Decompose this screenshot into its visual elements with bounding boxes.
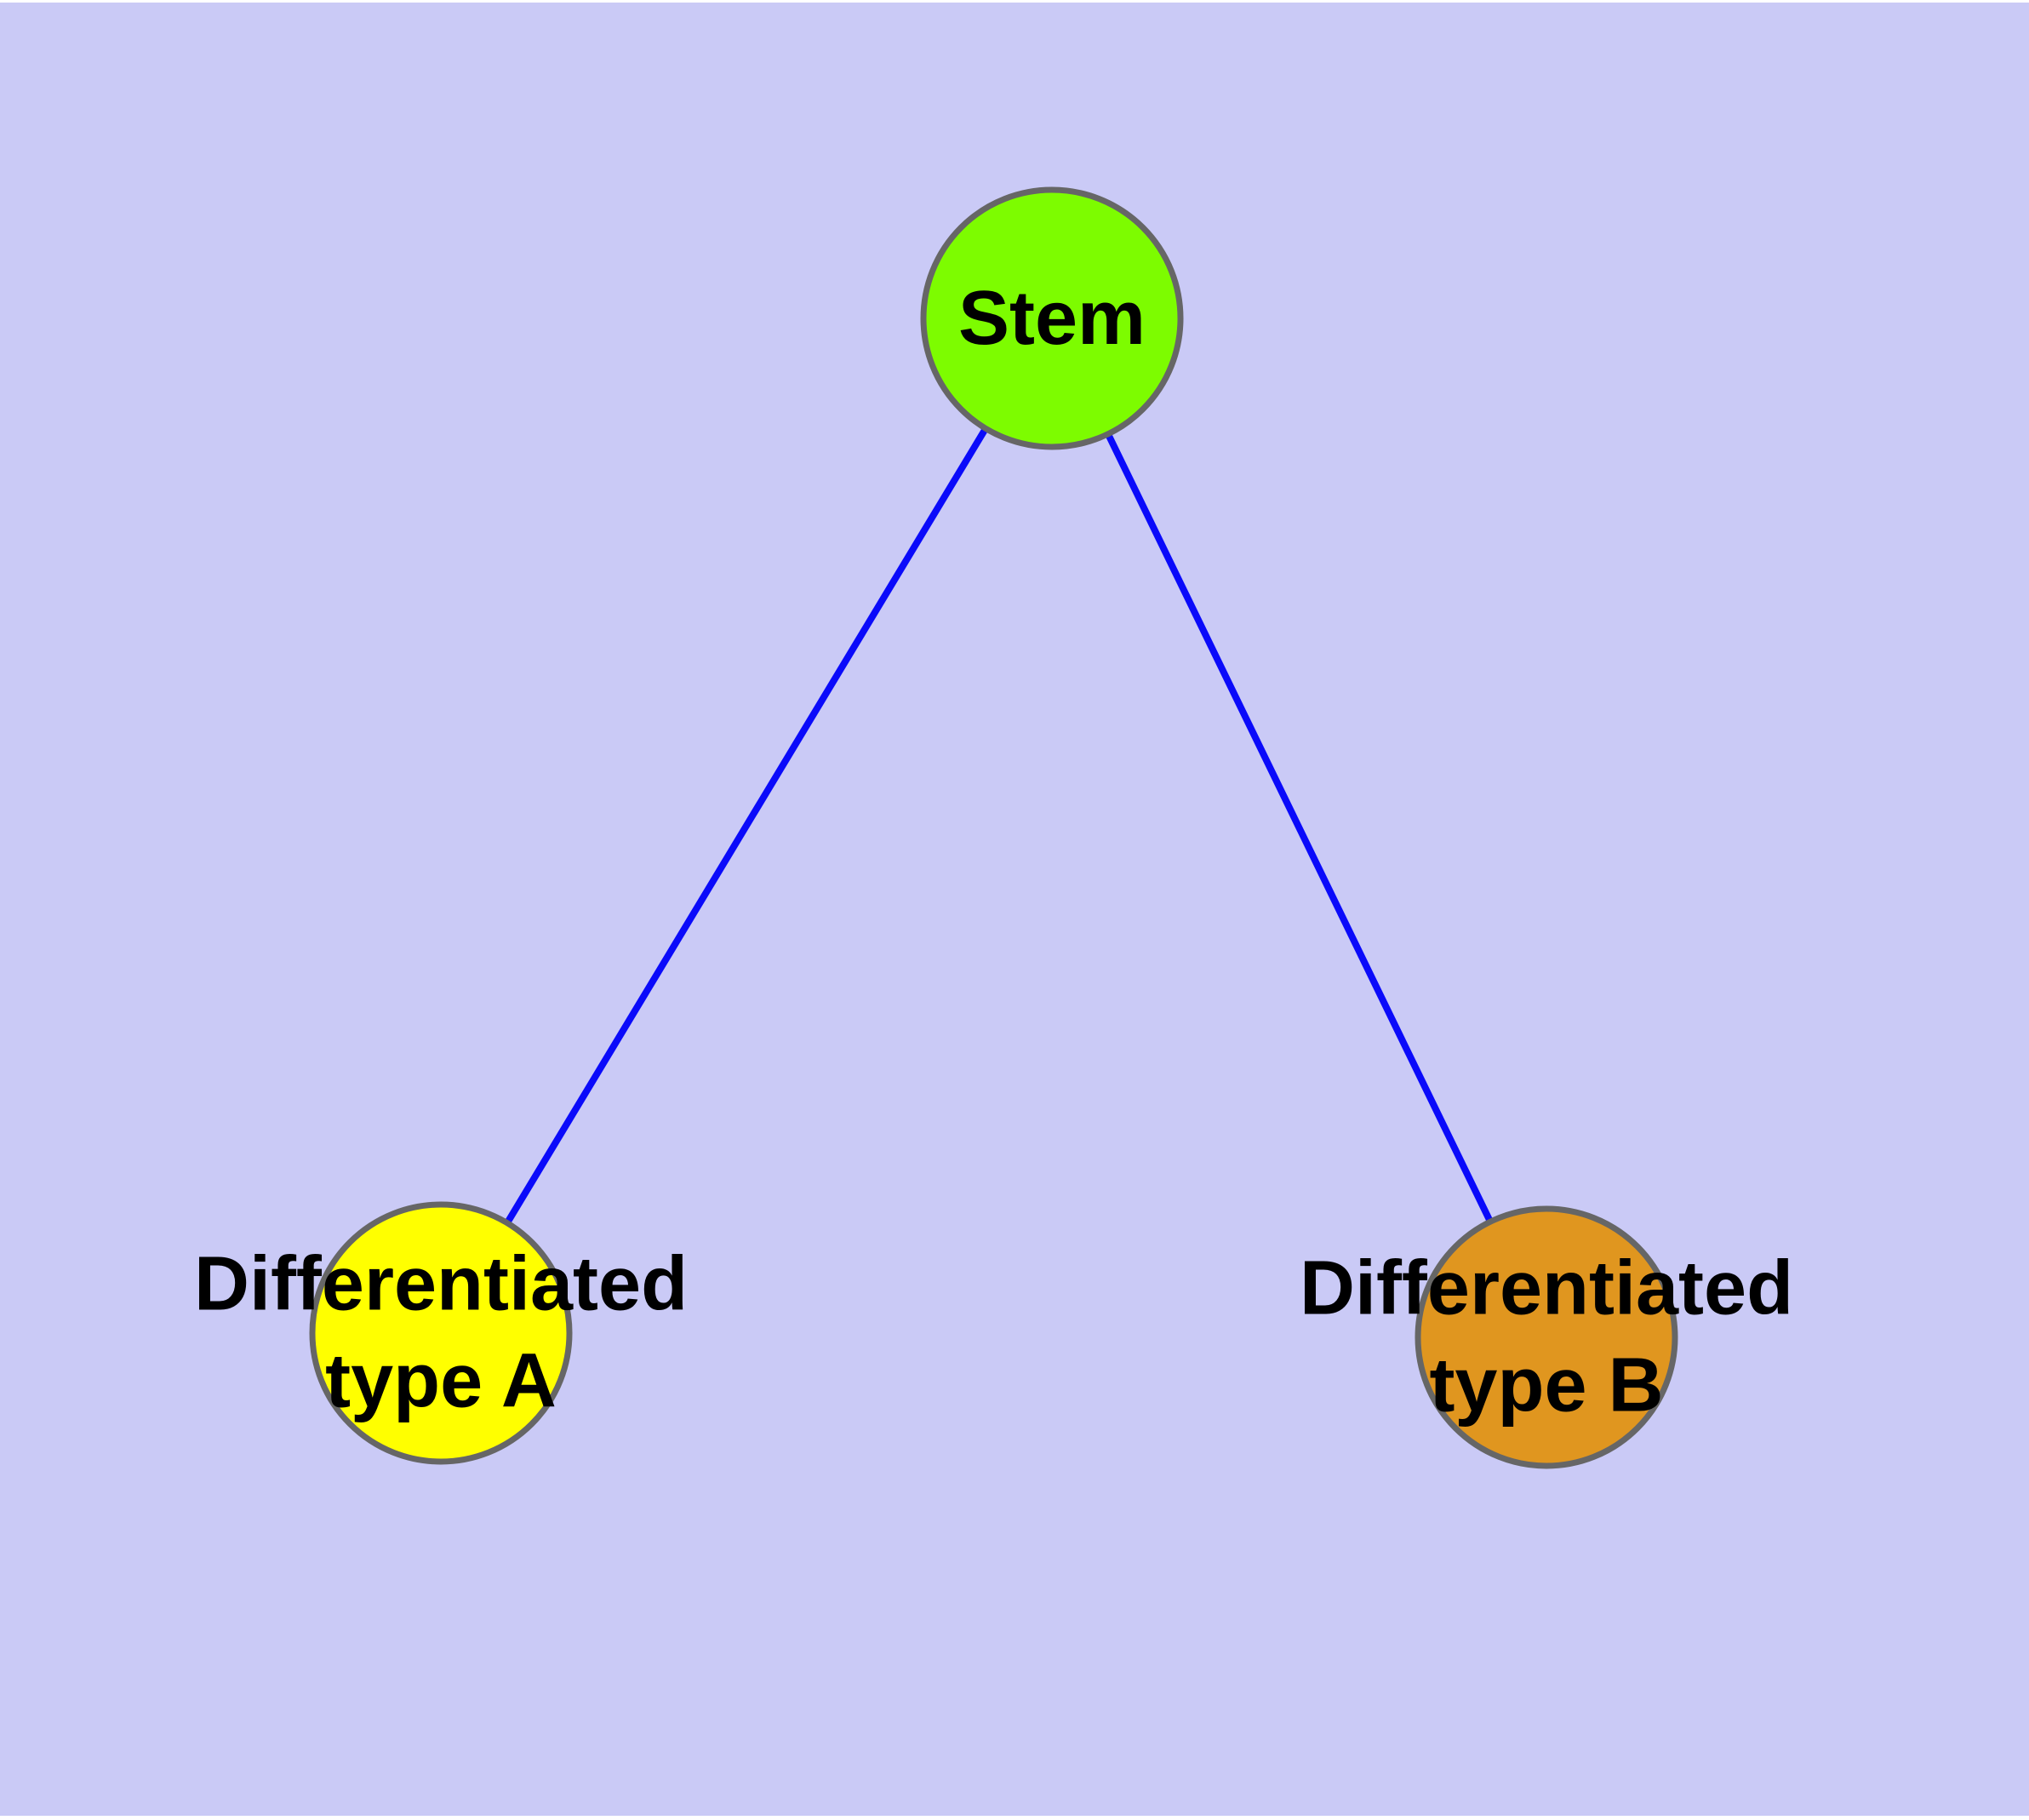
node-stem	[920, 186, 1184, 450]
node-diff-a	[309, 1201, 573, 1465]
node-diff-b	[1415, 1205, 1678, 1469]
edge-stem-diff-a	[437, 316, 1055, 1336]
edge-stem-diff-b	[1049, 317, 1550, 1339]
